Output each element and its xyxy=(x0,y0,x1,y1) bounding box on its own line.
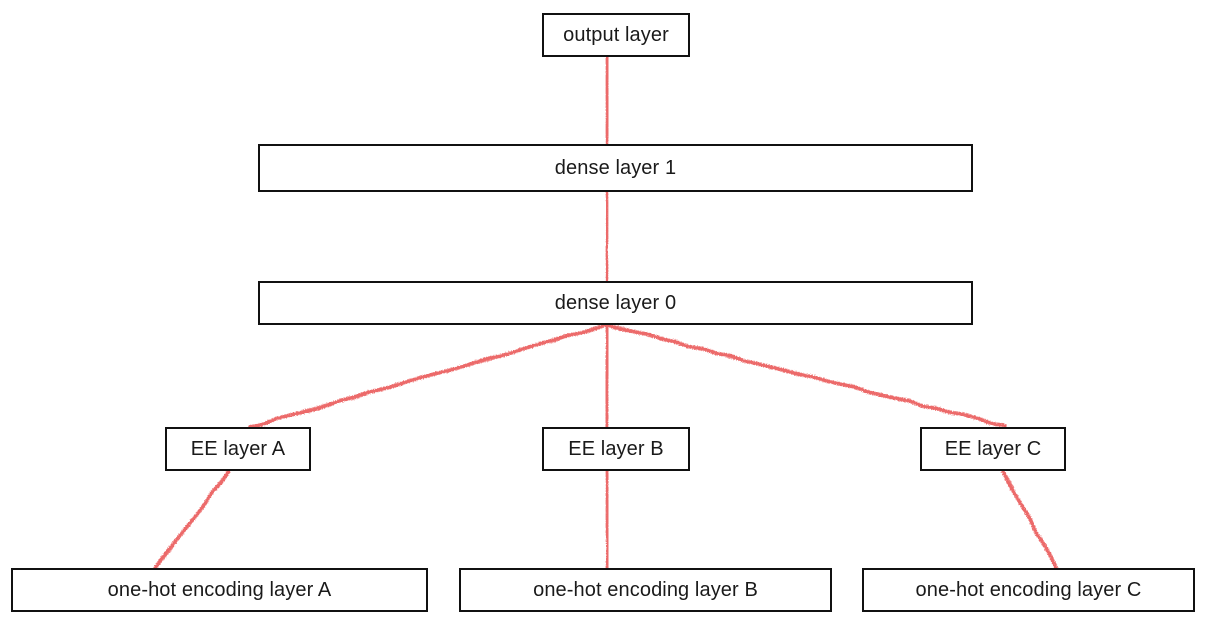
edge-e-eea-dense0 xyxy=(248,322,609,429)
edge-e-eec-dense0 xyxy=(605,323,1007,428)
node-label: EE layer A xyxy=(190,438,286,460)
node-dense-layer-1[interactable]: dense layer 1 xyxy=(258,144,973,192)
edge-e-ohb-eeb xyxy=(604,469,610,570)
node-one-hot-encoding-layer-b[interactable]: one-hot encoding layer B xyxy=(459,568,832,612)
edge-e-dense0-dense1 xyxy=(604,190,610,283)
node-ee-layer-b[interactable]: EE layer B xyxy=(542,427,690,471)
node-label: one-hot encoding layer C xyxy=(915,579,1142,601)
node-ee-layer-a[interactable]: EE layer A xyxy=(165,427,311,471)
node-one-hot-encoding-layer-c[interactable]: one-hot encoding layer C xyxy=(862,568,1195,612)
edge-e-dense1-output xyxy=(604,55,610,146)
edge-e-eeb-dense0 xyxy=(605,323,610,429)
edge-e-eeb-dense0 xyxy=(604,323,610,429)
edge-e-eea-dense0 xyxy=(248,323,609,429)
node-output-layer[interactable]: output layer xyxy=(542,13,690,57)
edge-e-ohc-eec xyxy=(1001,469,1058,570)
node-label: one-hot encoding layer B xyxy=(533,579,758,601)
node-label: EE layer C xyxy=(944,438,1042,460)
edge-e-dense1-output xyxy=(604,55,609,146)
edge-e-dense0-dense1 xyxy=(604,190,610,283)
node-label: dense layer 0 xyxy=(554,292,677,314)
node-label: output layer xyxy=(563,24,669,46)
edge-e-oha-eea xyxy=(153,469,231,570)
edge-e-eec-dense0 xyxy=(605,323,1007,428)
edge-e-oha-eea xyxy=(153,469,231,570)
node-ee-layer-c[interactable]: EE layer C xyxy=(920,427,1066,471)
node-label: one-hot encoding layer A xyxy=(107,579,332,601)
edge-e-ohc-eec xyxy=(1001,469,1059,570)
node-label: EE layer B xyxy=(568,438,664,460)
node-dense-layer-0[interactable]: dense layer 0 xyxy=(258,281,973,325)
node-label: dense layer 1 xyxy=(554,157,677,179)
node-one-hot-encoding-layer-a[interactable]: one-hot encoding layer A xyxy=(11,568,428,612)
edge-e-ohb-eeb xyxy=(604,469,610,570)
